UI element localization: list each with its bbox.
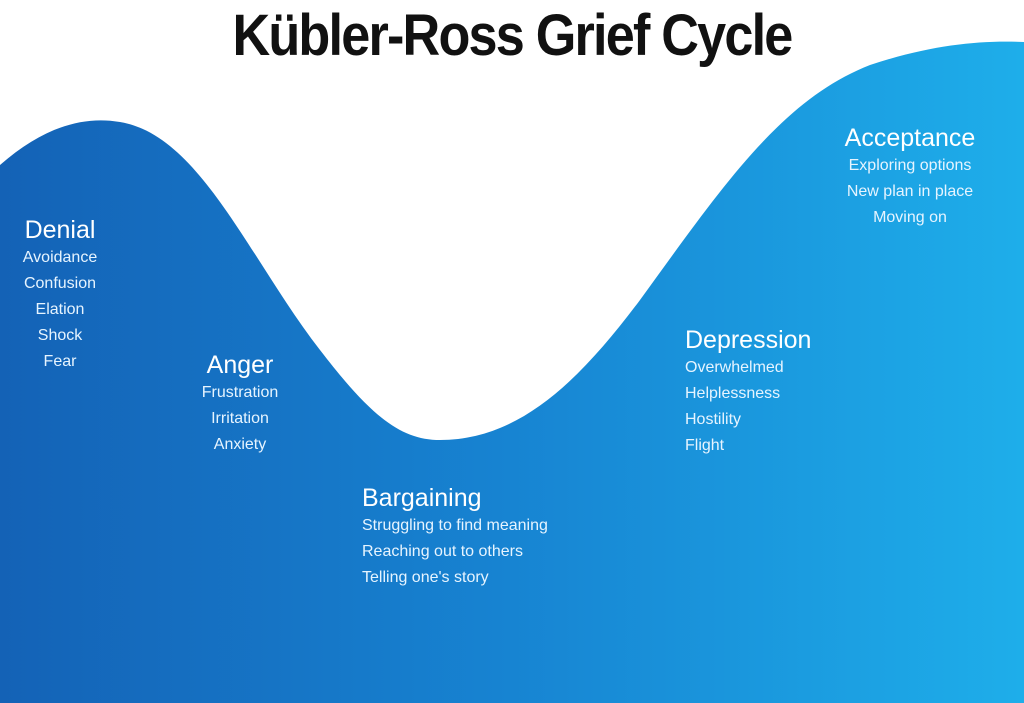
stage-item: Anxiety <box>213 436 267 453</box>
stage-depression: Depression Overwhelmed Helplessness Host… <box>685 325 865 459</box>
stage-item: New plan in place <box>846 183 974 200</box>
stage-item: Reaching out to others <box>362 543 523 560</box>
stage-item: Confusion <box>23 275 97 292</box>
stage-bargaining: Bargaining Struggling to find meaning Re… <box>362 483 642 591</box>
stage-title: Bargaining <box>362 484 482 512</box>
stage-item: Frustration <box>201 384 279 401</box>
stage-item: Helplessness <box>685 385 781 402</box>
stage-item: Overwhelmed <box>685 359 784 376</box>
stage-item: Exploring options <box>848 157 972 174</box>
stage-item: Elation <box>35 301 85 318</box>
stage-title: Denial <box>24 216 96 244</box>
stage-item: Moving on <box>873 209 947 226</box>
stage-item: Fear <box>43 353 77 370</box>
stage-anger: Anger Frustration Irritation Anxiety <box>180 350 300 458</box>
curve-area <box>0 41 1024 703</box>
stage-denial: Denial Avoidance Confusion Elation Shock… <box>0 215 120 375</box>
stage-item: Avoidance <box>22 249 98 266</box>
stage-item: Flight <box>685 437 725 454</box>
diagram-title: Kübler-Ross Grief Cycle <box>232 3 793 68</box>
stage-acceptance: Acceptance Exploring options New plan in… <box>815 123 1005 231</box>
stage-item: Shock <box>37 327 83 344</box>
stage-title: Depression <box>685 326 812 354</box>
stage-title: Anger <box>206 351 274 379</box>
stage-item: Hostility <box>685 411 742 428</box>
stage-item: Irritation <box>211 410 269 427</box>
stage-item: Telling one's story <box>362 569 489 586</box>
stage-item: Struggling to find meaning <box>362 517 548 534</box>
stage-title: Acceptance <box>844 124 976 152</box>
